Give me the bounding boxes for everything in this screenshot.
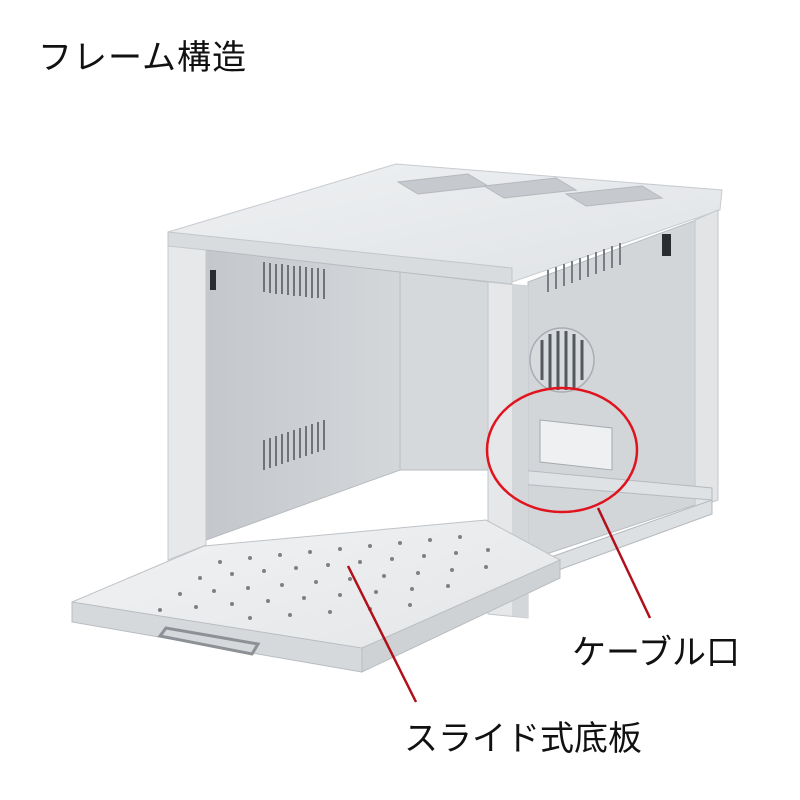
shelf-handle [157,626,261,656]
back-panel [205,249,401,541]
slide-shelf-label: スライド式底板 [404,719,642,759]
slide-shelf-side [361,559,561,673]
cable-port-label: ケーブル口 [572,633,740,673]
cable-cutout [539,419,613,471]
top-vents [396,173,664,207]
right-hinge [662,234,671,256]
inner-back-right [399,271,489,471]
page-title: フレーム構造 [38,38,247,78]
right-vents-top [547,243,621,292]
left-front-post [167,245,207,561]
slide-shelf-callout-line [346,565,418,703]
fan-vent [529,327,595,393]
right-rear-post [694,209,719,509]
cable-port-highlight-circle [485,386,639,514]
cable-port-callout-line [596,507,652,619]
left-vents-bottom [263,420,325,470]
left-vents-top [263,262,325,299]
right-front-post-side [512,284,528,618]
left-hinge [210,270,216,290]
